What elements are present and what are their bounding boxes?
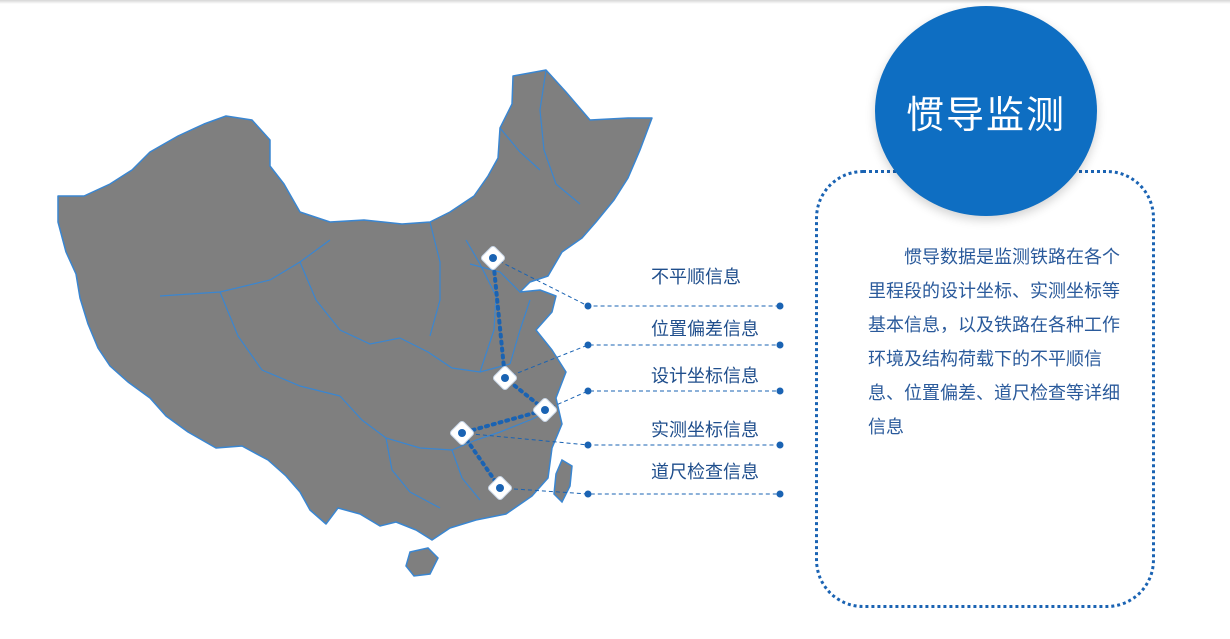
map-pin-icon: [450, 421, 474, 445]
map-pin-icon: [481, 246, 505, 270]
map-pin-icon: [488, 476, 512, 500]
map-pin-icon: [533, 398, 557, 422]
label-measured-coords: 实测坐标信息: [651, 420, 759, 441]
label-gauge-check: 道尺检查信息: [651, 462, 759, 483]
province-borders: [159, 69, 581, 509]
label-design-coords: 设计坐标信息: [651, 366, 759, 387]
title-badge: 惯导监测: [875, 6, 1097, 216]
taiwan-shape: [553, 458, 573, 504]
label-position-deviation: 位置偏差信息: [651, 319, 759, 340]
hainan-shape: [405, 547, 439, 577]
connector-endpoints: [584, 302, 784, 498]
china-mainland-shape: [57, 69, 653, 541]
page-title: 惯导监测: [905, 92, 1066, 137]
map-pin-icon: [493, 366, 517, 390]
description-text: 惯导数据是监测铁路在各个里程段的设计坐标、实测坐标等基本信息，以及铁路在各种工作…: [868, 247, 1120, 438]
top-divider: [0, 0, 1230, 4]
label-unevenness: 不平顺信息: [651, 267, 741, 288]
